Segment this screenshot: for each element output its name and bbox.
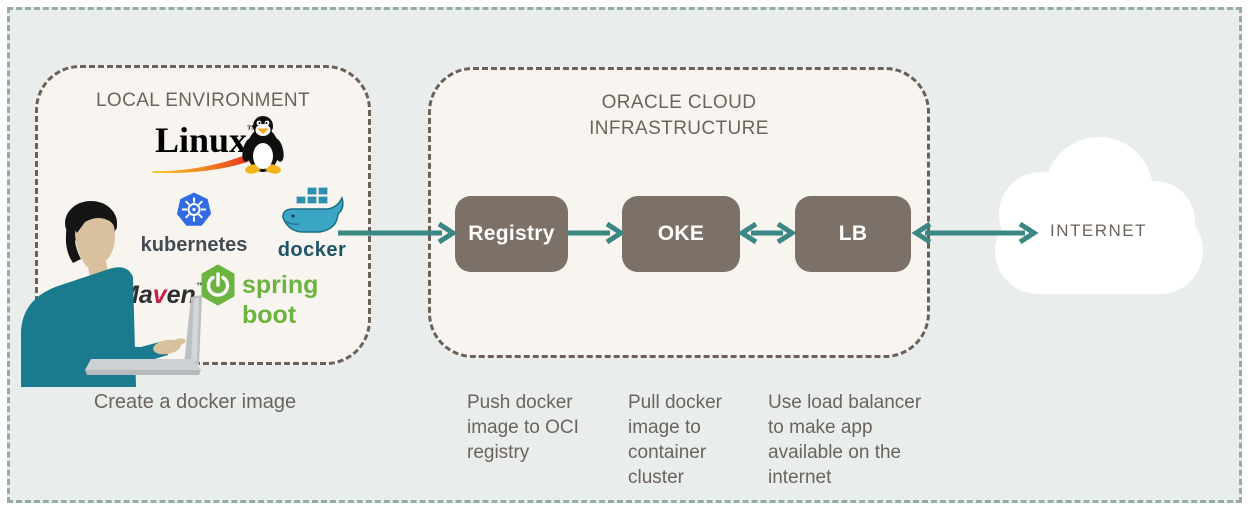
oracle-cloud-title: ORACLE CLOUD INFRASTRUCTURE: [589, 92, 769, 139]
person-at-laptop-illustration: [21, 201, 202, 387]
kubernetes-icon: [176, 192, 212, 226]
docker-icon: [282, 186, 344, 233]
arrow-registry-to-oke: [568, 221, 624, 245]
linux-logo: Linux™: [155, 120, 258, 160]
power-icon: [206, 272, 230, 297]
local-environment-caption: Create a docker image: [93, 391, 297, 413]
arrow-oke-lb-bidirectional: [737, 221, 797, 245]
arrow-lb-internet-bidirectional: [911, 221, 1039, 245]
linux-swoosh-icon: [152, 154, 250, 173]
arrow-docker-to-registry: [338, 221, 458, 245]
kubernetes-label: kubernetes: [140, 234, 248, 256]
internet-label: INTERNET: [1050, 221, 1147, 240]
caption-pull-docker-image: Pull docker image to container cluster: [628, 392, 722, 488]
lb-node: LB: [795, 196, 911, 272]
registry-node: Registry: [455, 196, 568, 272]
local-environment-title: LOCAL ENVIRONMENT: [95, 90, 311, 111]
oke-node: OKE: [622, 196, 740, 272]
caption-load-balancer: Use load balancer to make app available …: [768, 392, 922, 488]
docker-label: docker: [277, 239, 347, 261]
internet-cloud-shape: [995, 137, 1203, 294]
linux-trademark: ™: [247, 124, 258, 135]
tux-penguin-icon: [242, 116, 284, 174]
spring-boot-label: spring boot: [242, 271, 319, 329]
spring-boot-icon: [201, 264, 235, 306]
maven-accent-letter: v: [152, 281, 167, 309]
maven-trademark: ™: [195, 281, 205, 291]
caption-push-docker-image: Push docker image to OCI registry: [467, 392, 579, 463]
